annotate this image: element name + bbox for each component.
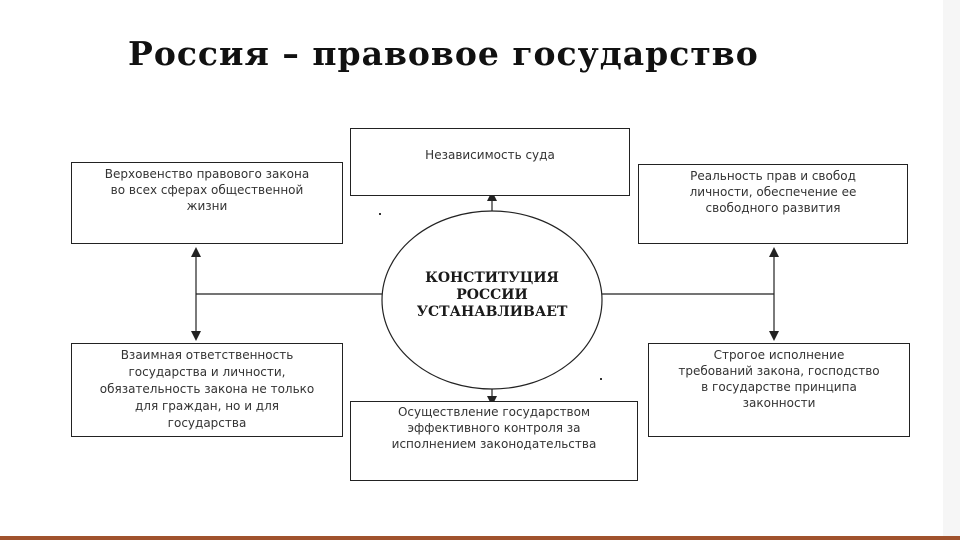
box-bottom-line: эффективного контроля за — [407, 421, 581, 435]
box-top-left-line: Верховенство правового закона — [104, 167, 310, 181]
box-top-left: Верховенство правового закона во всех сф… — [71, 162, 343, 244]
box-bottom-right-line: в государстве принципа — [701, 380, 857, 394]
box-bottom-left-line: Взаимная ответственность — [120, 348, 294, 362]
box-bottom: Осуществление государством эффективного … — [350, 401, 638, 481]
box-top-left-line: жизни — [186, 199, 228, 213]
stray-dot — [379, 213, 381, 215]
box-bottom-left-line: государства и личности, — [128, 365, 286, 379]
box-top-left-line: во всех сферах общественной — [110, 183, 304, 197]
stray-dot — [600, 378, 602, 380]
box-top-right: Реальность прав и свобод личности, обесп… — [638, 164, 908, 244]
box-bottom-left-line: государства — [167, 416, 247, 430]
box-top: Независимость суда — [350, 128, 630, 196]
box-bottom-line: Осуществление государством — [397, 405, 591, 419]
box-top-line: Независимость суда — [425, 148, 555, 162]
bottom-accent-bar — [0, 536, 960, 540]
box-bottom-right-line: законности — [742, 396, 816, 410]
box-bottom-left-line: для граждан, но и для — [134, 399, 279, 413]
center-label-line: КОНСТИТУЦИЯ — [425, 270, 559, 286]
box-bottom-left-line: обязательность закона не только — [99, 382, 315, 396]
right-edge-strip — [943, 0, 960, 536]
box-bottom-right-line: требований закона, господство — [678, 364, 880, 378]
center-label: КОНСТИТУЦИЯ РОССИИ УСТАНАВЛИВАЕТ — [392, 270, 592, 321]
page-title: Россия – правовое государство — [128, 34, 759, 73]
center-label-line: УСТАНАВЛИВАЕТ — [416, 304, 568, 320]
box-bottom-right: Строгое исполнение требований закона, го… — [648, 343, 910, 437]
box-top-right-line: свободного развития — [705, 201, 841, 215]
box-bottom-right-line: Строгое исполнение — [713, 348, 845, 362]
box-top-right-line: Реальность прав и свобод — [690, 169, 856, 183]
box-bottom-left: Взаимная ответственность государства и л… — [71, 343, 343, 437]
box-top-right-line: личности, обеспечение ее — [689, 185, 857, 199]
box-bottom-line: исполнением законодательства — [391, 437, 597, 451]
center-label-line: РОССИИ — [456, 287, 528, 303]
